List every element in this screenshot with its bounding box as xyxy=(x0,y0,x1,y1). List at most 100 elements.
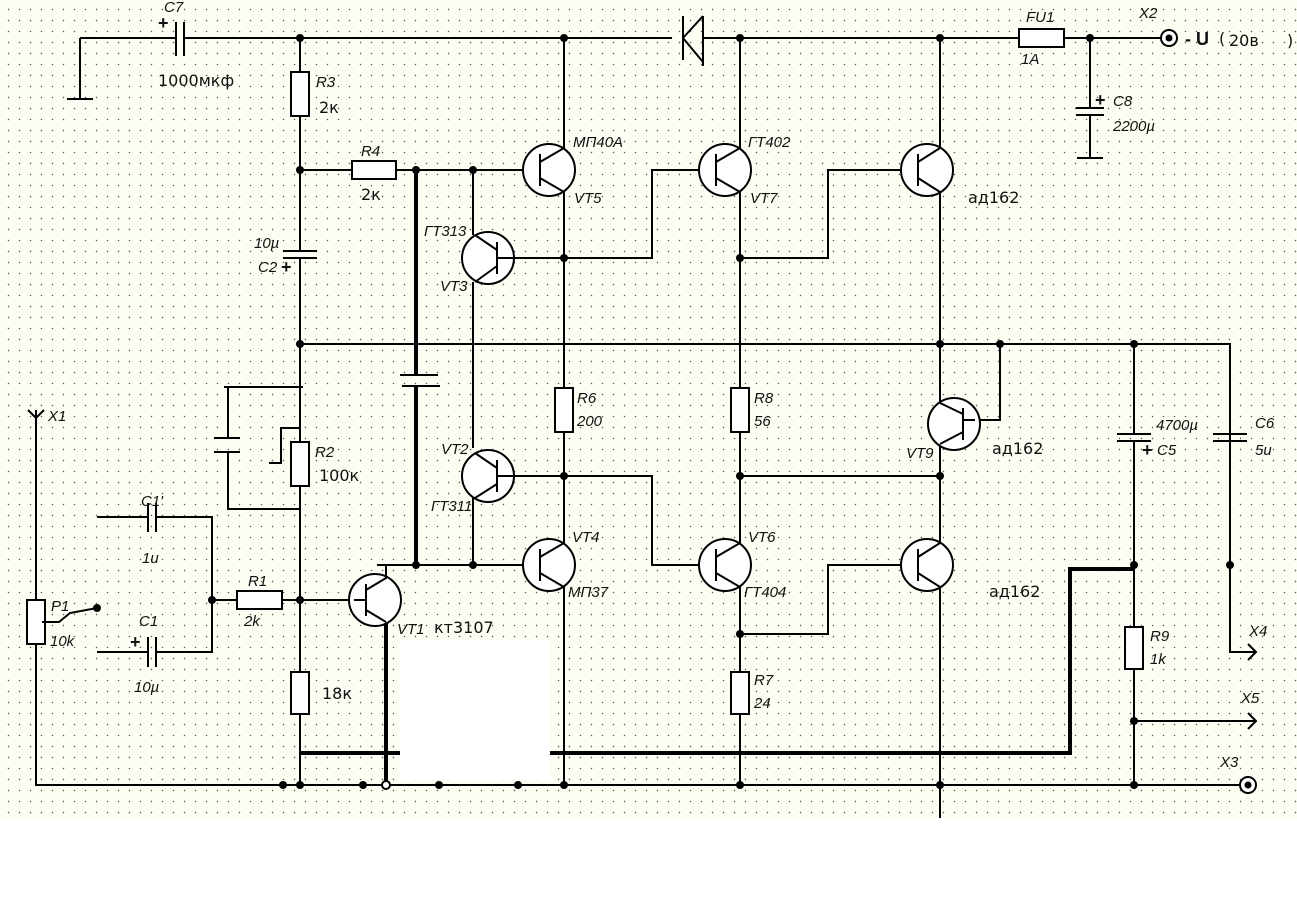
c8-value: 2200µ xyxy=(1112,118,1155,135)
r6-value: 200 xyxy=(576,413,603,430)
p1-ref: P1 xyxy=(51,598,69,615)
vt5-ref: VT5 xyxy=(574,190,602,207)
vt3-type: ГТ313 xyxy=(424,223,467,240)
r2-bypass-capacitor xyxy=(214,386,303,510)
transistor-vt2 xyxy=(461,449,515,503)
c5-value: 4700µ xyxy=(1156,417,1198,434)
x2-ref: X2 xyxy=(1138,5,1158,22)
vt1-type: кт3107 xyxy=(434,618,494,637)
c2-value: 10µ xyxy=(254,235,279,252)
transistor-vt10 xyxy=(900,538,954,592)
vt9-type: ад162 xyxy=(992,439,1043,458)
erased-area xyxy=(400,640,550,780)
connector-x3-icon[interactable] xyxy=(1239,776,1257,794)
transistor-vt1 xyxy=(348,565,402,627)
resistor-r3 xyxy=(290,71,310,117)
feedback-capacitor xyxy=(400,170,440,565)
p1-value: 10k xyxy=(50,633,76,650)
capacitor-c5 xyxy=(1117,433,1151,442)
r2-value: 100к xyxy=(319,466,360,485)
c1-value: 10µ xyxy=(134,679,159,696)
transistor-vt3 xyxy=(461,231,515,285)
vt6-type: ГТ404 xyxy=(744,584,786,601)
c2-ref: C2 xyxy=(258,259,278,276)
vt7-type: ГТ402 xyxy=(748,134,791,151)
output-x5-arrow xyxy=(1134,712,1258,730)
r9-ref: R9 xyxy=(1150,628,1170,645)
vt8-type: ад162 xyxy=(968,188,1019,207)
transistor-vt6 xyxy=(698,538,752,592)
fu1-value: 1A xyxy=(1021,51,1039,68)
c8-plus: + xyxy=(1095,90,1106,110)
vt4-type: МП37 xyxy=(568,584,609,601)
vt4-ref: VT4 xyxy=(572,529,600,546)
r8-value: 56 xyxy=(754,413,771,430)
r9-value: 1k xyxy=(1150,651,1167,668)
r4-ref: R4 xyxy=(361,143,380,160)
r7-value: 24 xyxy=(753,695,771,712)
vt6-ref: VT6 xyxy=(748,529,776,546)
r6-ref: R6 xyxy=(577,390,597,407)
vt1-ref: VT1 xyxy=(397,621,425,638)
r4-value: 2к xyxy=(361,185,381,204)
supply-paren-close: ) xyxy=(1287,31,1293,50)
vt7-ref: VT7 xyxy=(750,190,778,207)
r3-value: 2к xyxy=(319,98,339,117)
capacitor-c6 xyxy=(1213,433,1247,442)
r7-ref: R7 xyxy=(754,672,774,689)
diode-symbol xyxy=(681,15,704,66)
bias-chain xyxy=(214,38,317,785)
capacitor-c8 xyxy=(1076,38,1104,159)
transistor-vt9 xyxy=(927,397,981,451)
r2-wiper xyxy=(269,427,300,464)
transistor-vt5 xyxy=(522,143,576,197)
vt3-ref: VT3 xyxy=(440,278,468,295)
r5-value: 18к xyxy=(322,684,352,703)
c7-plus: + xyxy=(158,13,169,33)
r2-ref: R2 xyxy=(315,444,335,461)
vt9-ref: VT9 xyxy=(906,445,934,462)
vt5-type: МП40А xyxy=(573,134,623,151)
c6-ref: C6 xyxy=(1255,415,1275,432)
middle-rail xyxy=(300,343,1231,565)
c5-ref: C5 xyxy=(1157,442,1177,459)
connector-x2-icon[interactable] xyxy=(1160,29,1178,47)
c6-value: 5u xyxy=(1255,442,1272,459)
transistor-vt7 xyxy=(698,143,752,197)
r1-ref: R1 xyxy=(248,573,267,590)
vt2-ref: VT2 xyxy=(441,441,469,458)
supply-label: - U xyxy=(1185,29,1209,49)
r8-ref: R8 xyxy=(754,390,774,407)
output-x4-arrow xyxy=(1229,565,1258,661)
schematic-canvas: C7 + 1000мкф R3 2к R4 2к 10µ C2 + R2 100… xyxy=(0,0,1297,818)
vt2-type: ГТ311 xyxy=(431,498,472,515)
resistor-r2 xyxy=(290,441,310,487)
c1-ref: C1 xyxy=(139,613,158,630)
c1-plus: + xyxy=(130,632,141,652)
transistor-vt4 xyxy=(522,538,576,592)
p1-wiper xyxy=(42,607,98,623)
antenna-x1-icon xyxy=(27,409,45,420)
x1-ref: X1 xyxy=(47,408,66,425)
resistor-r5 xyxy=(290,671,310,715)
transistor-vt8 xyxy=(900,143,954,197)
x3-ref: X3 xyxy=(1219,754,1239,771)
junction-dots xyxy=(93,34,1234,790)
c1p-value: 1u xyxy=(142,550,159,567)
resistor-r6 xyxy=(554,387,574,433)
resistor-r1 xyxy=(236,590,283,610)
c7-ref: C7 xyxy=(164,0,184,16)
vt10-type: ад162 xyxy=(989,582,1040,601)
resistor-r7 xyxy=(730,671,750,715)
c5-plus: + xyxy=(1142,440,1153,460)
input-network xyxy=(26,409,1246,786)
fu1-ref: FU1 xyxy=(1026,9,1054,26)
top-supply-rail xyxy=(67,37,1162,100)
capacitor-c7 xyxy=(175,22,185,56)
x5-ref: X5 xyxy=(1240,690,1260,707)
c8-ref: C8 xyxy=(1113,93,1133,110)
capacitor-c2 xyxy=(283,250,317,259)
supply-paren-open: ( xyxy=(1219,29,1225,48)
circuit-diagram: C7 + 1000мкф R3 2к R4 2к 10µ C2 + R2 100… xyxy=(26,0,1293,818)
resistor-r8 xyxy=(730,387,750,433)
